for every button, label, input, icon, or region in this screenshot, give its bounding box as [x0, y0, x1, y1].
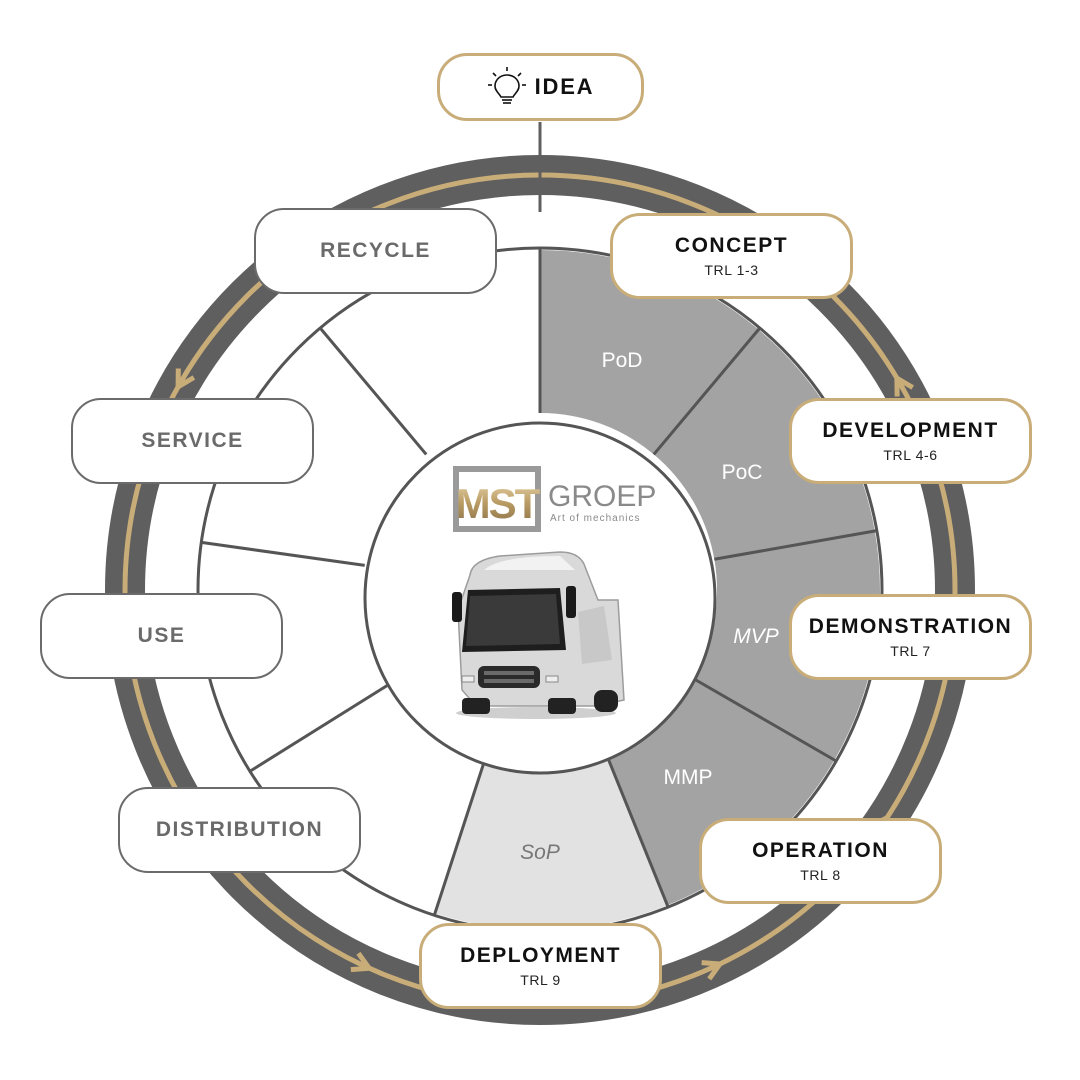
segment-divider — [604, 753, 670, 908]
segment-sop-shape — [434, 754, 668, 931]
segment-pod-shape — [540, 250, 759, 455]
stage-title: OPERATION — [752, 838, 889, 862]
stage-deployment[interactable]: DEPLOYMENT TRL 9 — [419, 923, 662, 1009]
segment-divider — [319, 327, 428, 456]
stage-trl: TRL 9 — [520, 972, 561, 989]
lifecycle-title: RECYCLE — [320, 238, 431, 262]
brand-mark: MST — [456, 480, 541, 527]
segment-mmp: MMP — [663, 766, 713, 789]
stage-operation[interactable]: OPERATION TRL 8 — [699, 818, 942, 904]
stage-title: DEPLOYMENT — [460, 943, 621, 967]
segment-divider — [652, 327, 761, 456]
idea-pill[interactable]: IDEA — [437, 53, 644, 121]
stage-trl: TRL 4-6 — [883, 447, 938, 464]
lifecycle-service[interactable]: SERVICE — [71, 398, 314, 484]
segment-mmp-shape — [606, 678, 835, 906]
truck-illustration — [452, 551, 625, 719]
brand-name: GROEP — [548, 480, 656, 513]
segment-sop: SoP — [520, 841, 560, 864]
lifecycle-title: SERVICE — [141, 428, 244, 452]
segment-pod: PoD — [601, 349, 643, 372]
segment-divider — [201, 540, 365, 567]
lifecycle-title: USE — [137, 623, 186, 647]
direction-arrow-icon — [894, 375, 914, 397]
stage-trl: TRL 7 — [890, 643, 931, 660]
stage-trl: TRL 1-3 — [704, 262, 759, 279]
segment-mvp: MVP — [733, 625, 779, 648]
segment-poc: PoC — [721, 461, 763, 484]
lifecycle-title: DISTRIBUTION — [155, 817, 324, 841]
lifecycle-recycle[interactable]: RECYCLE — [254, 208, 497, 294]
stage-development[interactable]: DEVELOPMENT TRL 4-6 — [789, 398, 1032, 484]
segment-poc-shape — [653, 329, 875, 560]
brand-tagline: Art of mechanics — [550, 513, 640, 524]
segment-divider — [692, 677, 837, 763]
segment-mvp-shape — [693, 530, 881, 760]
direction-arrow-icon — [350, 951, 372, 973]
stage-trl: TRL 8 — [800, 867, 841, 884]
stage-title: DEVELOPMENT — [822, 418, 999, 442]
stage-concept[interactable]: CONCEPT TRL 1-3 — [610, 213, 853, 299]
lightbulb-icon — [487, 67, 526, 104]
lifecycle-use[interactable]: USE — [40, 593, 283, 679]
segment-divider — [249, 682, 391, 773]
direction-arrow-icon — [701, 960, 723, 981]
brand-logo: MST GROEP Art of mechanics — [453, 466, 656, 532]
segment-divider — [714, 529, 878, 561]
direction-arrow-icon — [175, 368, 196, 390]
lifecycle-distribution[interactable]: DISTRIBUTION — [118, 787, 361, 873]
stage-demonstration[interactable]: DEMONSTRATION TRL 7 — [789, 594, 1032, 680]
stage-title: CONCEPT — [674, 233, 789, 257]
stage-title: DEMONSTRATION — [808, 614, 1013, 638]
idea-label: IDEA — [534, 74, 595, 100]
segment-divider — [432, 757, 487, 916]
